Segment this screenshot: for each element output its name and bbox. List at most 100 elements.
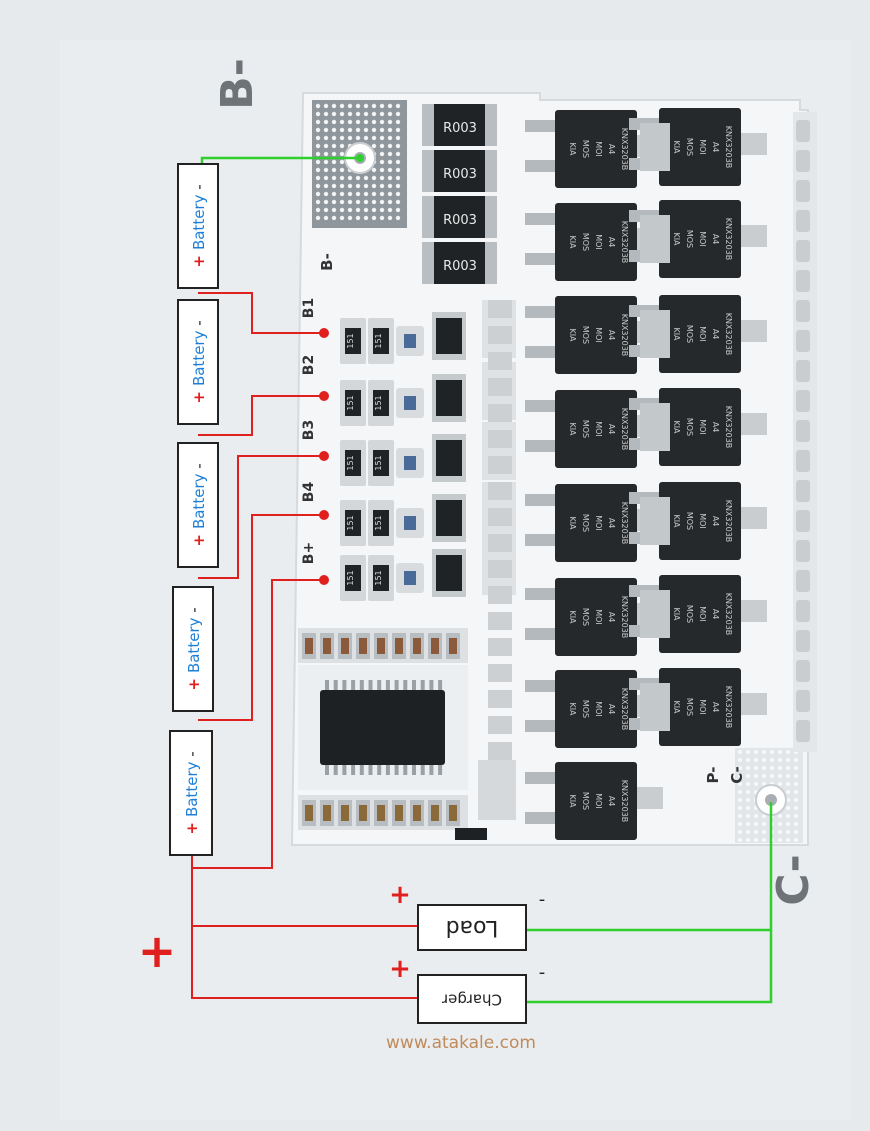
- mosfet-marking: MOI: [594, 327, 603, 343]
- pad-dot: [395, 215, 401, 221]
- pad-dot: [371, 119, 377, 125]
- led: [404, 516, 416, 530]
- pad-label-b1: B1: [301, 298, 317, 318]
- mosfet-lead: [525, 680, 555, 692]
- pad-dot: [315, 175, 321, 181]
- smd-marking: 151: [374, 333, 383, 348]
- pad-dot: [315, 199, 321, 205]
- ic-pin: [420, 765, 425, 775]
- pad-dot: [323, 159, 329, 165]
- pad-dot: [770, 750, 774, 754]
- mosfet-lead: [525, 120, 555, 132]
- pad-dot: [315, 119, 321, 125]
- edge-pad: [796, 660, 810, 682]
- pad-dot: [754, 838, 758, 842]
- pad-dot: [347, 103, 353, 109]
- mosfet-body: [659, 295, 741, 373]
- transistor: [436, 440, 462, 476]
- smd-row-bottom: [302, 800, 460, 826]
- pad-dot: [786, 838, 790, 842]
- ic-pin: [333, 680, 338, 690]
- pad-dot: [770, 774, 774, 778]
- pad-dot: [371, 111, 377, 117]
- smd-component: [455, 828, 487, 840]
- mosfet-tab: [739, 693, 767, 715]
- pad-dot: [315, 207, 321, 213]
- mosfet-tab: [739, 507, 767, 529]
- pad-dot: [794, 838, 798, 842]
- mosfet-body: [659, 108, 741, 186]
- mosfet-body: [659, 668, 741, 746]
- pad-dot: [331, 151, 337, 157]
- edge-pad: [796, 540, 810, 562]
- battery-minus-label: -: [183, 751, 201, 756]
- mosfet-lead: [525, 534, 555, 546]
- battery-minus-label: -: [190, 320, 208, 325]
- pad-dot: [794, 758, 798, 762]
- pad-dot: [339, 103, 345, 109]
- mosfet-marking: KNX3203B: [620, 408, 629, 451]
- pad-dot: [387, 191, 393, 197]
- pad-dot: [347, 111, 353, 117]
- edge-pad: [796, 210, 810, 232]
- pad-dot: [786, 798, 790, 802]
- mosfet-marking: MOI: [594, 793, 603, 809]
- pad-dot: [754, 758, 758, 762]
- pad-dot: [754, 782, 758, 786]
- wire-b4: [198, 514, 324, 721]
- pad-dot: [347, 199, 353, 205]
- pad-dot: [371, 191, 377, 197]
- pad-dot: [363, 127, 369, 133]
- pad-dot: [379, 191, 385, 197]
- ic-pin: [429, 765, 434, 775]
- ic-pin: [403, 680, 408, 690]
- pad-dot: [379, 127, 385, 133]
- mosfet-marking: KNX3203B: [620, 128, 629, 171]
- resistor-strip: [488, 456, 512, 474]
- pad-dot: [738, 814, 742, 818]
- smd-resistor: [345, 510, 361, 536]
- mosfet-marking: MOS: [581, 140, 590, 158]
- resistor-strip: [488, 430, 512, 448]
- pad-dot: [363, 103, 369, 109]
- shunt-resistor: R003: [422, 150, 497, 192]
- mosfet-marking: A4: [711, 142, 720, 153]
- resistor-strip: [488, 508, 512, 526]
- pad-dot: [738, 774, 742, 778]
- pad-label-b2: B2: [301, 355, 317, 375]
- pad-dot: [355, 207, 361, 213]
- test-pad-area: [478, 760, 516, 820]
- shunt-resistor: R003: [422, 196, 497, 238]
- pad-dot: [363, 135, 369, 141]
- pad-dot: [746, 790, 750, 794]
- pad-dot: [746, 766, 750, 770]
- pad-dot: [379, 183, 385, 189]
- resistor-strip: [488, 612, 512, 630]
- pad-dot: [395, 127, 401, 133]
- pad-dot: [754, 750, 758, 754]
- pad-dot: [786, 790, 790, 794]
- mosfet-body: [555, 296, 637, 374]
- mosfet-marking: KNX3203B: [620, 780, 629, 823]
- pad-dot: [387, 127, 393, 133]
- edge-pad: [796, 510, 810, 532]
- resistor-strip: [488, 638, 512, 656]
- edge-pad: [796, 630, 810, 652]
- mosfet-marking: A4: [607, 612, 616, 623]
- mosfet-lead: [525, 628, 555, 640]
- control-ic-chip: [320, 690, 445, 765]
- pad-dot: [315, 103, 321, 109]
- pad-dot: [323, 175, 329, 181]
- pad-dot: [347, 127, 353, 133]
- pad-dot: [786, 830, 790, 834]
- mosfet-marking: KNX3203B: [724, 126, 733, 169]
- pad-dot: [339, 127, 345, 133]
- mosfet-marking: KNX3203B: [620, 221, 629, 264]
- ic-pin: [420, 680, 425, 690]
- mosfet-marking: MOS: [581, 608, 590, 626]
- pad-dot: [331, 175, 337, 181]
- pad-dot: [331, 215, 337, 221]
- pad-dot: [738, 766, 742, 770]
